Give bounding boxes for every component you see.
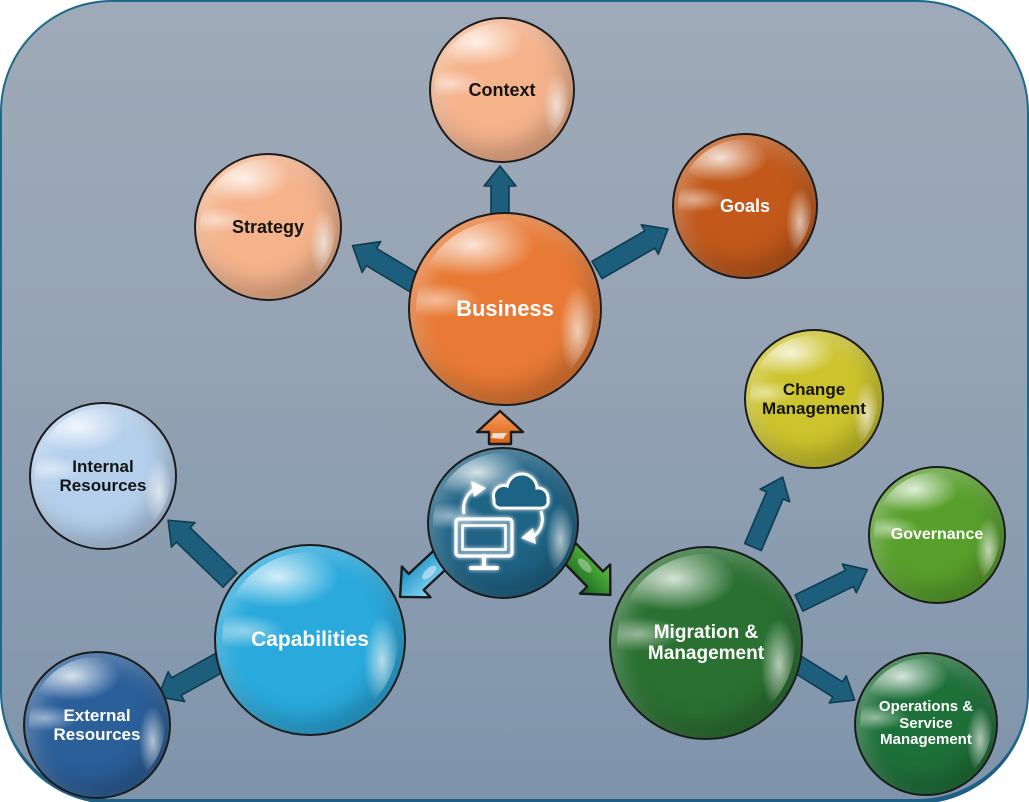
circle-change-management-label: Change Management — [762, 379, 866, 418]
circle-business: Business — [408, 212, 602, 406]
circle-internal-resources-label: Internal Resources — [59, 456, 147, 495]
hub-circle — [427, 447, 579, 599]
circle-goals-label: Goals — [719, 195, 771, 216]
circle-strategy-label: Strategy — [231, 216, 305, 237]
circle-capabilities: Capabilities — [214, 544, 406, 736]
circle-external-resources: External Resources — [23, 651, 171, 799]
cloud-computer-sync-icon — [454, 472, 550, 570]
circle-governance: Governance — [868, 466, 1006, 604]
circle-operations-service-management: Operations & Service Management — [854, 652, 998, 796]
circle-internal-resources: Internal Resources — [29, 402, 177, 550]
circle-strategy: Strategy — [194, 153, 342, 301]
circle-capabilities-label: Capabilities — [251, 628, 369, 652]
circle-external-resources-label: External Resources — [53, 705, 141, 744]
circle-context-label: Context — [468, 79, 536, 100]
circle-governance-label: Governance — [890, 525, 984, 543]
circle-context: Context — [429, 17, 575, 163]
circle-migration-management-label: Migration & Management — [647, 621, 765, 664]
circle-migration-management: Migration & Management — [609, 546, 803, 740]
circle-operations-service-management-label: Operations & Service Management — [878, 697, 974, 749]
circle-goals: Goals — [672, 133, 818, 279]
circle-business-label: Business — [456, 295, 554, 321]
circle-change-management: Change Management — [744, 329, 884, 469]
